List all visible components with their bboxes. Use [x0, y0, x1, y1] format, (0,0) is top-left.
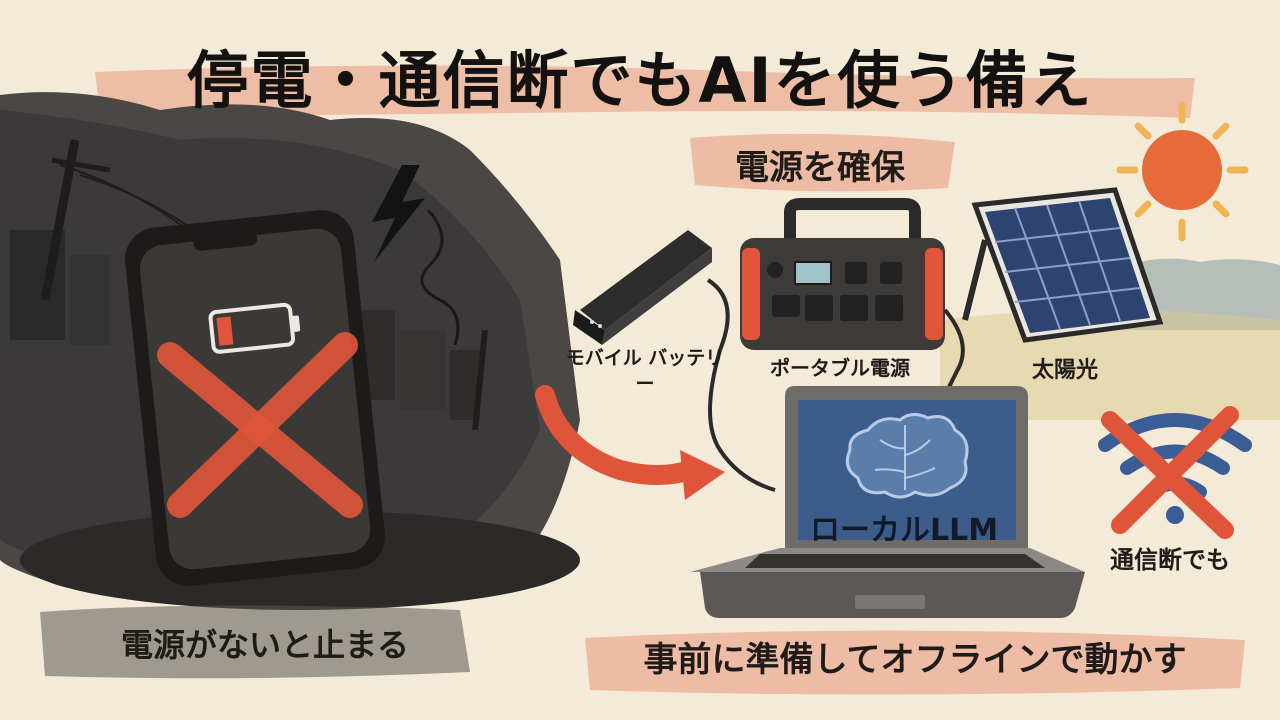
page-title: 停電・通信断でもAIを使う備え	[186, 44, 1094, 117]
portable-power-label: ポータブル電源	[770, 356, 910, 380]
arrow-icon	[535, 385, 700, 485]
sun-icon	[1116, 101, 1249, 242]
battery-cable	[706, 278, 776, 492]
power-heading: 電源を確保	[735, 148, 905, 188]
portable-power-station	[740, 198, 945, 350]
broken-wire	[420, 208, 460, 346]
brain-icon	[845, 413, 969, 499]
local-llm-label: ローカルLLM	[810, 513, 999, 548]
wifi-off-icon	[1098, 406, 1252, 539]
power-bank	[573, 230, 712, 345]
title-banner	[95, 65, 1195, 118]
bottom-caption: 事前に準備してオフラインで動かす	[643, 640, 1187, 680]
power-heading-banner	[690, 133, 955, 192]
solar-label: 太陽光	[1031, 358, 1098, 383]
cross-icon	[157, 332, 363, 518]
lightning-icon	[372, 165, 425, 262]
solar-panel	[962, 187, 1164, 343]
battery-label: モバイル バッテリー	[565, 347, 725, 395]
bottom-caption-banner	[585, 630, 1245, 695]
no-network-label: 通信断でも	[1110, 546, 1230, 574]
low-battery-icon	[208, 302, 301, 354]
phone	[124, 210, 386, 586]
left-caption: 電源がないと止まる	[120, 626, 409, 664]
left-caption-banner	[40, 605, 470, 679]
